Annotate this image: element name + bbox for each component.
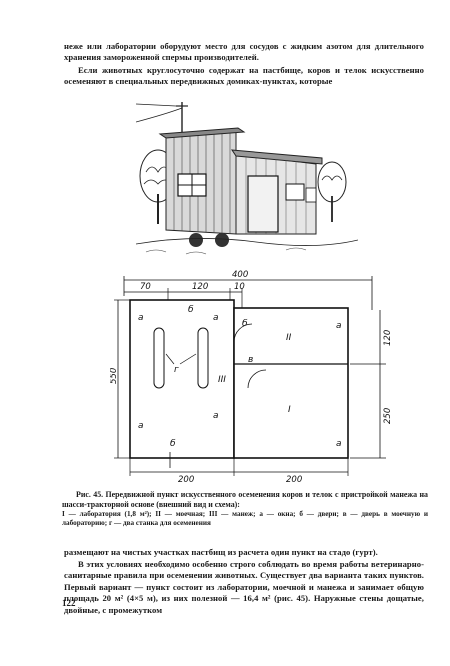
tree-icon [317, 161, 347, 222]
wheel-icon [189, 233, 203, 247]
dim-10: 10 [234, 282, 245, 292]
dim-250-right: 250 [383, 408, 393, 424]
label-window: а [213, 411, 219, 421]
label-g: г [174, 365, 179, 375]
door-icon [247, 175, 279, 233]
wheel-icon [215, 233, 229, 247]
floor-plan: 400 70 120 10 550 120 250 г III II I [110, 270, 393, 485]
dim-bottom-left: 200 [178, 475, 194, 485]
label-window: а [336, 321, 342, 331]
dim-70: 70 [140, 282, 151, 292]
label-room2: II [286, 333, 292, 343]
window-icon [285, 183, 305, 201]
paragraph-top: неже или лаборатории оборудуют место для… [64, 40, 424, 63]
label-window: а [213, 313, 219, 323]
manege-outline [129, 299, 235, 459]
label-room1: I [288, 405, 291, 415]
insemination-stall [197, 327, 209, 389]
paragraph-bottom-2: В этих условиях необходимо особенно стро… [64, 558, 424, 615]
label-room3: III [218, 375, 226, 385]
page-number: 122 [62, 598, 76, 608]
caption-legend: I — лаборатория (1,8 м²); II — моечная; … [62, 510, 428, 527]
label-door: б [188, 305, 194, 315]
dim-120: 120 [192, 282, 208, 292]
station-illustration [136, 102, 358, 255]
dim-bottom-right: 200 [286, 475, 302, 485]
station-building [158, 127, 323, 235]
paragraph-bottom: размещают на чистых участках пастбищ из … [64, 546, 378, 557]
dim-120-right: 120 [383, 330, 393, 346]
label-window: а [138, 313, 144, 323]
figure-caption: Рис. 45. Передвижной пункт искусственног… [62, 490, 428, 528]
label-door: б [242, 319, 248, 329]
insemination-stall [153, 327, 165, 389]
paragraph-second: Если животных круглосуточно содержат на … [64, 64, 424, 87]
label-window: а [336, 439, 342, 449]
dim-height-left: 550 [110, 368, 119, 384]
lab-block-outline [233, 307, 349, 459]
label-door: б [170, 439, 176, 449]
label-window: а [138, 421, 144, 431]
label-inner-door: в [248, 355, 253, 365]
caption-title: Рис. 45. Передвижной пункт искусственног… [62, 490, 428, 509]
dim-overall: 400 [232, 270, 248, 280]
